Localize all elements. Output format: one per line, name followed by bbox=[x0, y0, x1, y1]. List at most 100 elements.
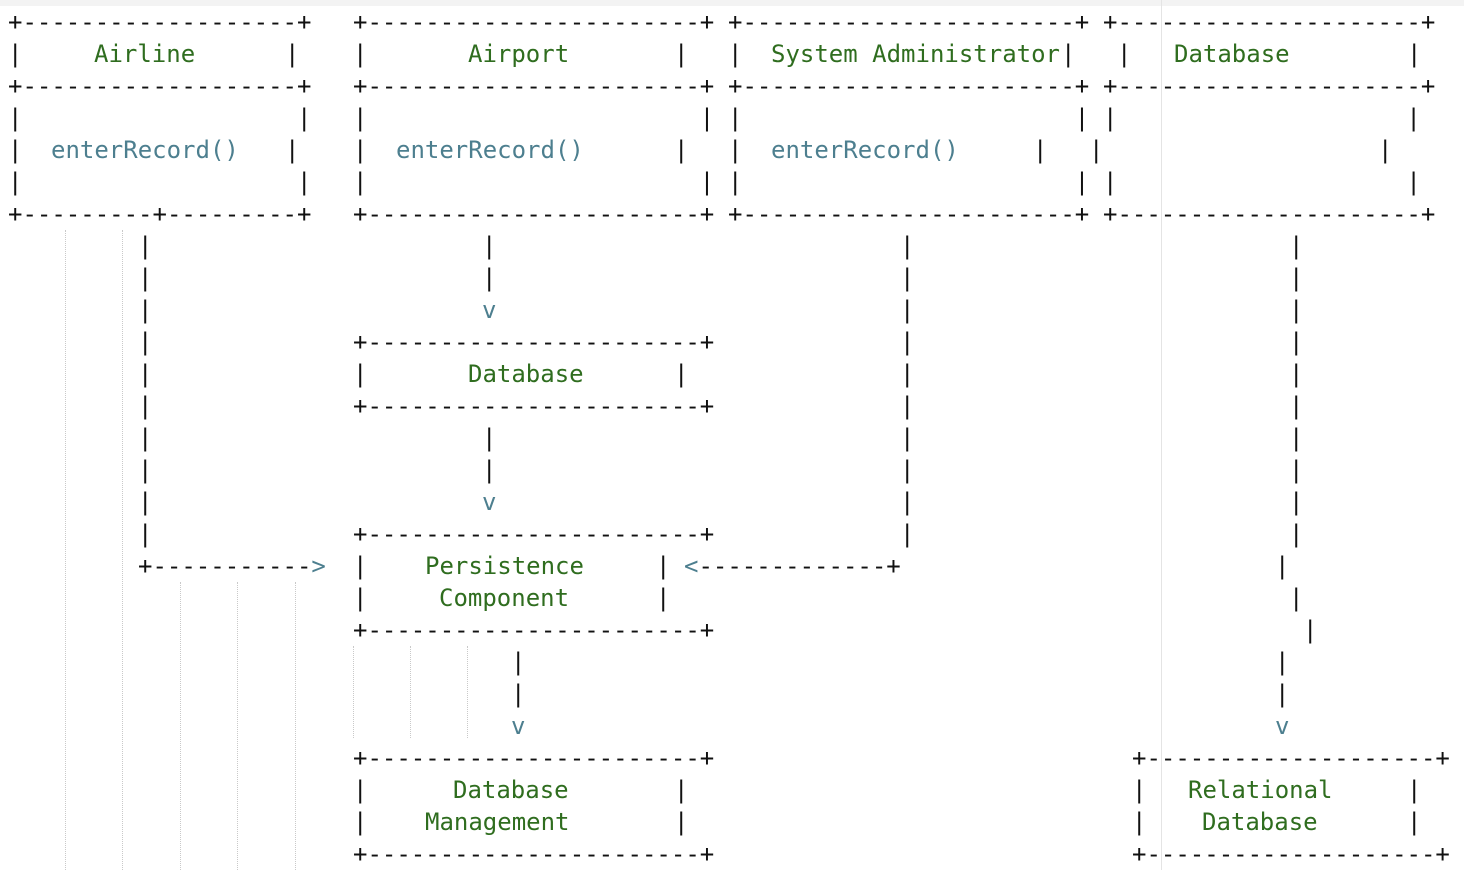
column-guide-line bbox=[1161, 0, 1162, 870]
indent-guide bbox=[410, 646, 411, 738]
box-airline-border-right: | bbox=[285, 40, 300, 68]
box-database-top-divider: +---------------------+ bbox=[1103, 72, 1436, 100]
arrowhead-left: < bbox=[684, 552, 699, 580]
box-airline-border: | bbox=[285, 136, 300, 164]
box-sysadmin-border: | bbox=[728, 40, 743, 68]
connector-database-right-segment: | bbox=[1289, 584, 1304, 612]
box-database-mid-bottom-border: +-----------------------+ bbox=[353, 392, 715, 420]
box-relational-border: | bbox=[1132, 776, 1147, 804]
box-database-mid-top-border: +-----------------------+ bbox=[353, 328, 715, 356]
arrowhead-right: > bbox=[311, 552, 326, 580]
box-dbmanagement-bottom-border: +-----------------------+ bbox=[353, 840, 715, 868]
box-airline-border-left: | bbox=[8, 40, 23, 68]
box-persistence-bottom-border: +-----------------------+ bbox=[353, 616, 715, 644]
connector-airport-vertical: | | bbox=[482, 232, 497, 292]
box-airport-label: Airport bbox=[468, 40, 570, 68]
box-relational-top-border: +--------------------+ bbox=[1132, 744, 1450, 772]
box-airline-border: | | bbox=[8, 104, 312, 132]
box-airline-border: | bbox=[8, 136, 23, 164]
box-database-top-bottom-border: +---------------------+ bbox=[1103, 200, 1436, 228]
box-database-mid-label: Database bbox=[468, 360, 584, 388]
arrowhead-down: v bbox=[482, 488, 497, 516]
connector-airline-vertical: | | | | | | | | | | bbox=[138, 232, 153, 548]
box-airport-top-border: +-----------------------+ bbox=[353, 8, 715, 36]
box-sysadmin-border: | bbox=[1061, 40, 1076, 68]
box-relational-bottom-border: +--------------------+ bbox=[1132, 840, 1450, 868]
connector-sysadmin-vertical: | | | | | | | | | | bbox=[900, 232, 915, 548]
box-airport-border: | | bbox=[353, 168, 715, 196]
box-dbmanagement-label-line2: Management bbox=[425, 808, 570, 836]
arrowhead-down: v bbox=[511, 712, 526, 740]
box-sysadmin-border: | | bbox=[728, 104, 1090, 132]
box-sysadmin-border: | bbox=[1033, 136, 1048, 164]
box-dbmanagement-border: | bbox=[353, 776, 368, 804]
connector-airline-to-persistence: +-----------> bbox=[138, 552, 326, 580]
indent-guide bbox=[180, 582, 181, 870]
box-airport-divider: +-----------------------+ bbox=[353, 72, 715, 100]
indent-guide bbox=[353, 646, 354, 738]
box-airport-border: | bbox=[674, 136, 689, 164]
box-relational-border: | bbox=[1407, 776, 1422, 804]
box-sysadmin-divider: +-----------------------+ bbox=[728, 72, 1090, 100]
connector-database-right-vertical: | | | | | | | | | | bbox=[1289, 232, 1304, 548]
box-airline-top-border: +-------------------+ bbox=[8, 8, 312, 36]
box-airport-border: | | bbox=[353, 104, 715, 132]
box-dbmanagement-border: | bbox=[353, 808, 368, 836]
box-airline-bottom-border: +---------+---------+ bbox=[8, 200, 312, 228]
box-sysadmin-border: | | bbox=[728, 168, 1090, 196]
box-database-top-label: Database bbox=[1174, 40, 1290, 68]
box-airline-method: enterRecord() bbox=[51, 136, 239, 164]
box-database-mid-border: | bbox=[353, 360, 368, 388]
box-persistence-border: | bbox=[353, 584, 368, 612]
box-airline-border: | | bbox=[8, 168, 312, 196]
box-sysadmin-border: | bbox=[728, 136, 743, 164]
indent-guide bbox=[295, 582, 296, 870]
box-sysadmin-label: System Administrator bbox=[771, 40, 1060, 68]
box-sysadmin-top-border: +-----------------------+ bbox=[728, 8, 1090, 36]
box-airline-divider: +-------------------+ bbox=[8, 72, 312, 100]
box-relational-border: | bbox=[1407, 808, 1422, 836]
box-persistence-top-border: +-----------------------+ bbox=[353, 520, 715, 548]
box-persistence-border: | bbox=[353, 552, 368, 580]
box-sysadmin-bottom-border: +-----------------------+ bbox=[728, 200, 1090, 228]
indent-guide bbox=[65, 230, 66, 870]
box-airport-border: | bbox=[353, 40, 368, 68]
box-database-top-border: | bbox=[1378, 136, 1393, 164]
box-sysadmin-method: enterRecord() bbox=[771, 136, 959, 164]
box-airport-border: | bbox=[353, 136, 368, 164]
box-dbmanagement-top-border: +-----------------------+ bbox=[353, 744, 715, 772]
indent-guide bbox=[122, 230, 123, 870]
box-relational-label-line2: Database bbox=[1202, 808, 1318, 836]
box-persistence-border: | bbox=[656, 584, 671, 612]
box-dbmanagement-border: | bbox=[674, 808, 689, 836]
connector-database-right-segment: | | bbox=[1275, 648, 1290, 708]
box-database-top-border: | bbox=[1117, 40, 1132, 68]
box-database-mid-border: | bbox=[674, 360, 689, 388]
top-divider bbox=[0, 0, 1464, 6]
box-database-top-border: | bbox=[1089, 136, 1104, 164]
box-database-top-border: | | bbox=[1103, 104, 1421, 132]
connector-database-vertical: | | bbox=[482, 424, 497, 484]
box-persistence-label-line2: Component bbox=[439, 584, 570, 612]
box-database-top-border: | | bbox=[1103, 168, 1421, 196]
box-dbmanagement-label-line1: Database bbox=[453, 776, 569, 804]
box-relational-label-line1: Relational bbox=[1188, 776, 1333, 804]
box-database-top-top-border: +---------------------+ bbox=[1103, 8, 1436, 36]
connector-database-right-segment: | bbox=[1303, 616, 1318, 644]
box-airline-label: Airline bbox=[94, 40, 196, 68]
box-dbmanagement-border: | bbox=[674, 776, 689, 804]
indent-guide bbox=[467, 646, 468, 738]
box-airport-border: | bbox=[674, 40, 689, 68]
box-airport-bottom-border: +-----------------------+ bbox=[353, 200, 715, 228]
box-airport-method: enterRecord() bbox=[396, 136, 584, 164]
indent-guide bbox=[237, 582, 238, 870]
arrowhead-down: v bbox=[482, 296, 497, 324]
connector-persistence-vertical: | | bbox=[511, 648, 526, 708]
box-database-top-border: | bbox=[1407, 40, 1422, 68]
box-persistence-label-line1: Persistence bbox=[425, 552, 584, 580]
box-persistence-border: | bbox=[656, 552, 671, 580]
connector-database-right-segment: | bbox=[1275, 552, 1290, 580]
connector-sysadmin-to-persistence: <-------------+ bbox=[684, 552, 901, 580]
box-relational-border: | bbox=[1132, 808, 1147, 836]
